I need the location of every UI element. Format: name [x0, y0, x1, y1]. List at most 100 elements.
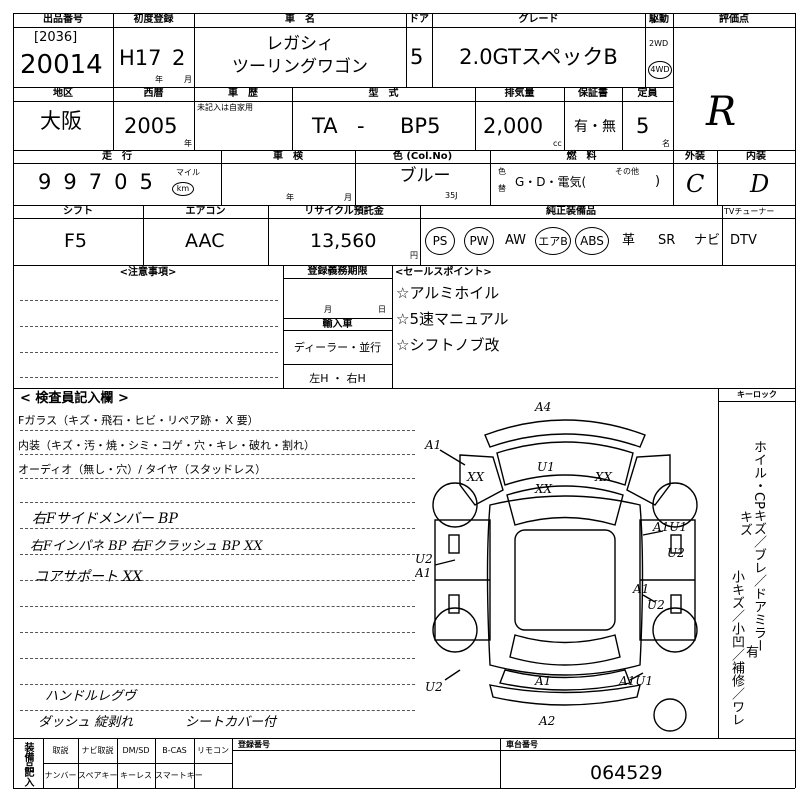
history-note: 未記入は自家用	[197, 103, 253, 112]
frame-right	[795, 13, 796, 788]
reg-month: 月	[324, 305, 332, 314]
displacement: 2,000	[483, 114, 544, 138]
mark-u1: U1	[537, 460, 555, 474]
mileage-label: 走 行	[102, 151, 132, 162]
pointer-a1u1-r	[642, 530, 664, 536]
v-r2-c	[292, 87, 293, 150]
sales-point: ☆アルミホイル	[396, 284, 500, 302]
hand-note-1: 右Fサイドメンバー BP	[32, 511, 178, 527]
dash-1	[20, 300, 278, 301]
glass-line: Fガラス（キズ・飛石・ヒビ・リペア跡・ X 要）	[18, 414, 259, 427]
side-column-1b: キズ	[737, 510, 752, 536]
equip-pw: PW	[464, 227, 494, 255]
import-dealer: ディーラー・並行	[293, 341, 382, 354]
trunk	[499, 669, 631, 691]
v-r3-b	[355, 150, 356, 205]
frame-top	[13, 13, 795, 14]
fuel-label: 燃 料	[566, 151, 597, 162]
recolor-2: 替	[498, 184, 506, 193]
rear-right-wheel	[652, 607, 698, 653]
capacity-unit: 名	[662, 139, 670, 148]
v-notes-b	[392, 265, 393, 388]
mark-a4: A4	[534, 400, 551, 414]
foot-dmsd: DM/SD	[122, 746, 150, 755]
sales-point: ☆シフトノブ改	[396, 336, 500, 354]
v-r3-c	[490, 150, 491, 205]
equip-navi: ナビ	[694, 233, 721, 248]
mark-xx-fl: XX	[466, 470, 485, 484]
car-name-2: ツーリングワゴン	[232, 57, 368, 77]
exhibit-no: 20014	[20, 50, 103, 80]
capacity: 5	[636, 114, 650, 138]
equip-leather: 革	[622, 233, 636, 248]
mileage-digit: 9	[38, 170, 64, 194]
mileage-digit: 7	[88, 170, 115, 194]
v-r2-e	[564, 87, 565, 150]
first-reg-month: 2	[172, 46, 186, 70]
ac-label: エアコン	[185, 206, 226, 217]
h-f-lbl	[232, 750, 795, 751]
rating-label: 評価点	[719, 14, 749, 25]
model-dash: -	[357, 114, 365, 138]
mark-a1-l: A1	[415, 566, 431, 580]
h-import-label	[283, 330, 392, 331]
pointer-u2-bl	[444, 669, 461, 681]
dash-i5	[20, 528, 415, 529]
rear-left-wheel	[432, 607, 478, 653]
color-label: 色 (Col.No)	[392, 151, 453, 162]
mark-xx-fr: XX	[594, 470, 613, 484]
mark-a1-fl: A1	[424, 438, 441, 452]
recolor-1: 色	[498, 167, 506, 176]
dash-i9	[20, 632, 415, 633]
divider-row3	[13, 205, 795, 206]
v-r1-e	[645, 13, 646, 87]
model-prefix: TA	[312, 114, 338, 138]
rear-window	[509, 634, 621, 666]
v-r2-f	[622, 87, 623, 150]
mark-xx-top: XX	[534, 482, 553, 496]
v-r3-a	[221, 150, 222, 205]
dash-i4	[20, 502, 415, 503]
reg-day: 日	[378, 305, 386, 314]
drive-label: 駆動	[649, 14, 669, 25]
v-r2-d	[475, 87, 476, 150]
exhibit-no-label: 出品番号	[43, 14, 83, 25]
hood	[496, 441, 634, 486]
foot-smart-key: スマートキー	[155, 771, 203, 780]
pointer-a1u1-br	[629, 672, 644, 681]
car-name-label: 車 名	[285, 14, 315, 25]
color-no: 35J	[445, 191, 458, 200]
mile-unit: マイル	[176, 168, 200, 177]
mark-a1u1-br: A1U1	[618, 674, 653, 688]
reg-year-unit: 年	[184, 139, 192, 148]
h-keylock	[718, 401, 795, 402]
mileage-digit: 9	[63, 170, 89, 194]
v-r4-c	[420, 205, 421, 265]
model-code: BP5	[400, 114, 441, 138]
side-column-2b: 有	[743, 645, 758, 658]
exterior-label: 外装	[685, 151, 705, 162]
divider-row2	[13, 150, 795, 151]
history-label: 車 歴	[228, 88, 258, 99]
dash-4	[20, 377, 278, 378]
equip-sr: SR	[658, 233, 676, 248]
first-reg-label: 初度登録	[133, 14, 174, 25]
mark-a1u1-r: A1U1	[652, 520, 687, 534]
dash-i8	[20, 606, 415, 607]
cc-unit: cc	[553, 139, 562, 148]
reg-year: 2005	[124, 114, 178, 138]
h-steering	[283, 364, 392, 365]
hand-note-2: 右Fインパネ BP 右Fクラッシュ BP XX	[30, 539, 263, 554]
interior-label: 内装	[746, 151, 766, 162]
shift: F5	[64, 230, 88, 252]
mileage-digit: 5	[139, 170, 165, 194]
v-r1-f	[673, 13, 674, 150]
dash-i11	[20, 684, 415, 685]
warranty: 有・無	[574, 119, 616, 135]
doors: 5	[410, 45, 424, 69]
equip-label: 装備品	[22, 742, 33, 772]
shift-label: シフト	[63, 206, 93, 217]
car-diagram: A4 A1 XX U1 XX XX A1U1 U2 U2 A1 A1 U2 U2…	[415, 400, 698, 732]
side-column-1: ホイル・CPキズ／ブレ／ドアミラー	[751, 440, 766, 652]
v-r1-b	[194, 13, 195, 87]
